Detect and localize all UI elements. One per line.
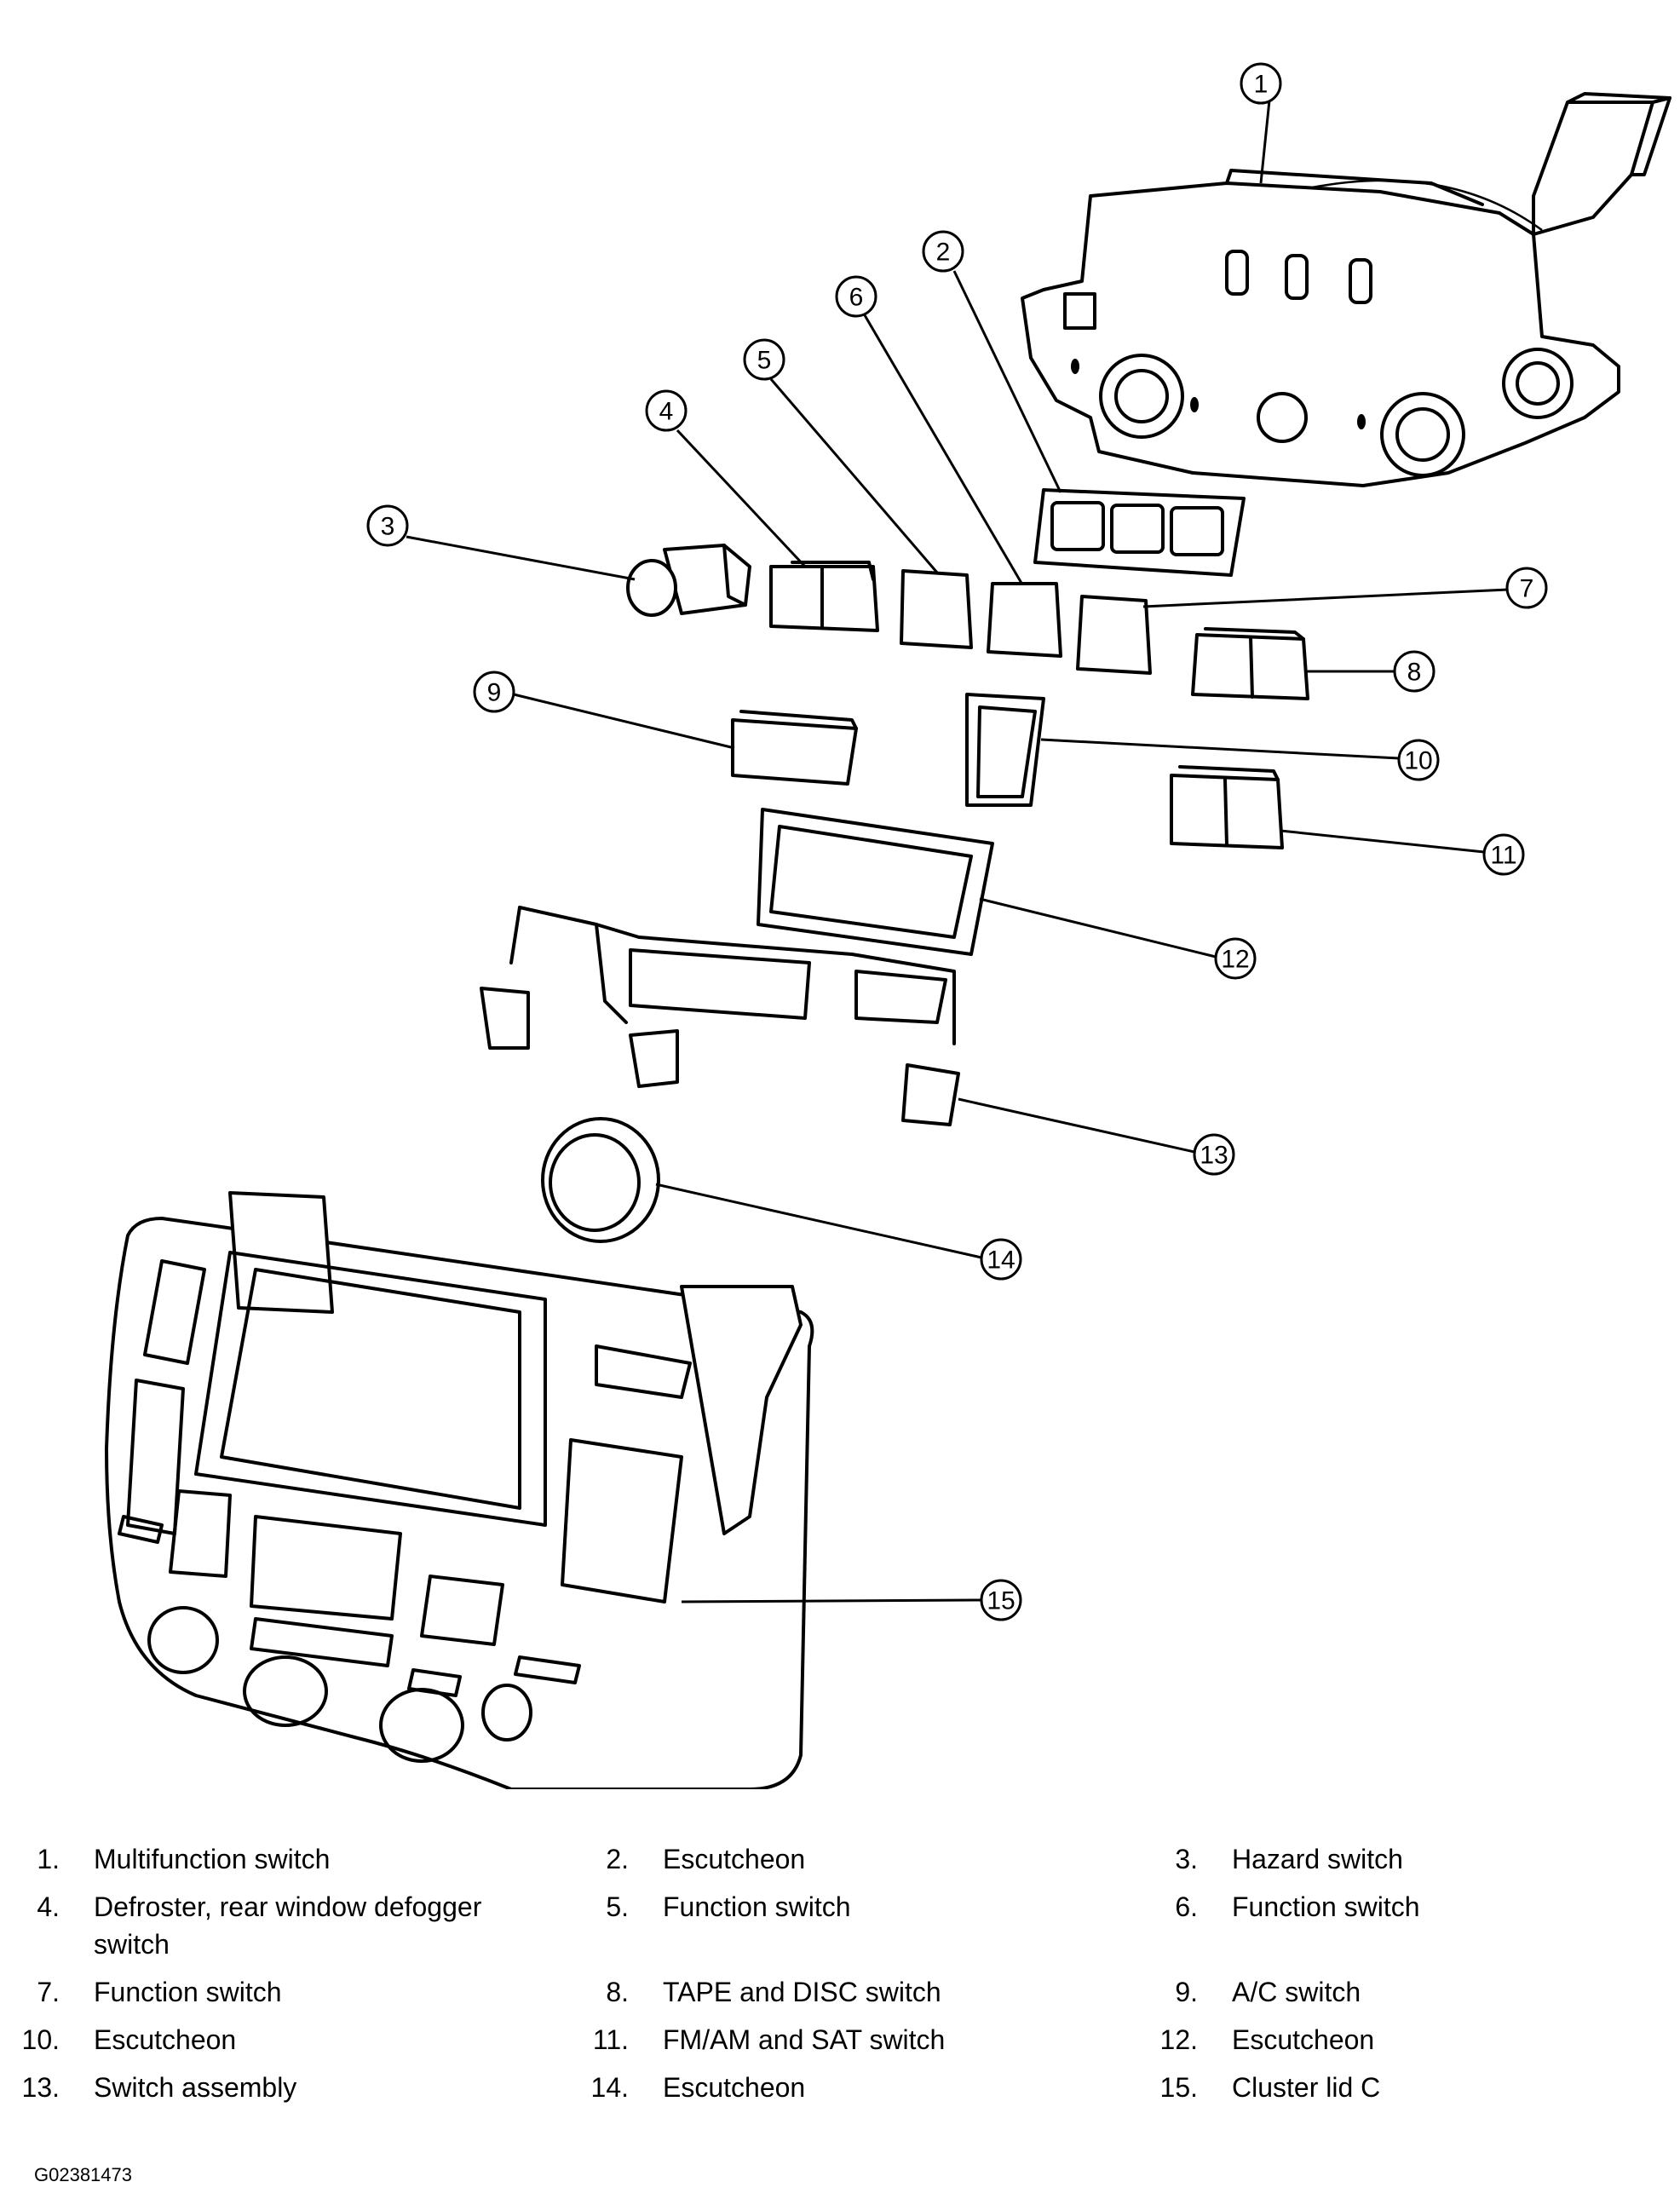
callout-7: 7 <box>1505 567 1548 609</box>
svg-text:5: 5 <box>757 347 772 375</box>
escutcheon-14-part <box>541 1117 660 1243</box>
function-switch-5-part <box>900 569 973 649</box>
fm-am-sat-switch-part <box>1170 765 1284 849</box>
callout-12: 12 <box>1214 937 1257 980</box>
legend-label: A/C switch <box>1232 1977 1361 2007</box>
escutcheon-12-part <box>757 808 994 956</box>
svg-text:2: 2 <box>936 239 951 267</box>
leader-1 <box>1259 100 1271 184</box>
legend-number: 5. <box>606 1891 629 1922</box>
legend-number: 3. <box>1175 1844 1198 1874</box>
exploded-parts-diagram: 1 2 3 4 5 6 7 8 9 10 11 12 13 14 15 <box>105 62 1671 1789</box>
svg-text:11: 11 <box>1490 842 1516 870</box>
hazard-switch-part <box>626 544 751 617</box>
svg-text:1: 1 <box>1254 71 1269 99</box>
leader-13 <box>958 1097 1195 1154</box>
legend-label: Function switch <box>94 1977 282 2007</box>
leader-3 <box>406 535 636 581</box>
legend-number: 12. <box>1159 2024 1198 2055</box>
callout-8: 8 <box>1393 650 1435 693</box>
callout-10: 10 <box>1397 739 1440 781</box>
svg-text:4: 4 <box>659 398 674 426</box>
legend-number: 7. <box>37 1977 60 2007</box>
callout-11: 11 <box>1482 833 1525 876</box>
leader-4 <box>676 429 807 568</box>
legend-label: Cluster lid C <box>1232 2072 1381 2103</box>
leader-15 <box>681 1598 982 1603</box>
escutcheon-2-part <box>1033 488 1246 577</box>
leader-2 <box>952 270 1062 493</box>
svg-text:7: 7 <box>1520 575 1534 603</box>
switch-assembly-part <box>480 906 960 1126</box>
function-switch-6-part <box>987 582 1062 658</box>
legend-number: 4. <box>37 1891 60 1922</box>
leader-lines <box>406 100 1509 1603</box>
legend-label: Escutcheon <box>1232 2024 1375 2055</box>
tape-disc-switch-part <box>1191 627 1309 700</box>
legend-number: 8. <box>606 1977 629 2007</box>
legend-number: 2. <box>606 1844 629 1874</box>
callout-13: 13 <box>1193 1133 1235 1176</box>
legend-number: 13. <box>21 2072 60 2103</box>
legend-label: Escutcheon <box>94 2024 237 2055</box>
svg-text:14: 14 <box>987 1246 1015 1275</box>
legend-label: Hazard switch <box>1232 1844 1403 1874</box>
legend-label: FM/AM and SAT switch <box>663 2024 946 2055</box>
legend-label: TAPE and DISC switch <box>663 1977 941 2007</box>
svg-text:6: 6 <box>849 284 864 312</box>
callout-5: 5 <box>743 338 785 381</box>
ac-switch-part <box>731 710 858 786</box>
svg-text:13: 13 <box>1200 1142 1228 1170</box>
legend-number: 11. <box>592 2024 629 2055</box>
leader-6 <box>863 314 1024 585</box>
leader-5 <box>769 378 939 573</box>
function-switch-7-part <box>1076 595 1152 675</box>
legend-label: Switch assembly <box>94 2072 297 2103</box>
callout-6: 6 <box>835 275 877 318</box>
legend-number: 14. <box>590 2072 629 2103</box>
legend-number: 10. <box>21 2024 60 2055</box>
leader-12 <box>979 897 1217 959</box>
defroster-switch-part <box>769 561 879 632</box>
legend-label: Function switch <box>1232 1891 1420 1922</box>
legend-label: Escutcheon <box>663 2072 806 2103</box>
leader-11 <box>1280 829 1485 854</box>
svg-text:9: 9 <box>487 679 502 707</box>
callout-3: 3 <box>366 504 409 547</box>
leader-10 <box>1040 738 1400 760</box>
svg-text:15: 15 <box>987 1587 1015 1615</box>
callout-14: 14 <box>980 1238 1022 1281</box>
leader-9 <box>513 693 735 750</box>
legend-label: Defroster, rear window defogger switch <box>94 1891 482 1960</box>
svg-text:8: 8 <box>1407 659 1422 687</box>
cluster-lid-c-part <box>105 1191 814 1789</box>
escutcheon-10-part <box>965 693 1045 807</box>
svg-text:3: 3 <box>381 513 395 541</box>
legend-label: Escutcheon <box>663 1844 806 1874</box>
legend-number: 6. <box>1175 1891 1198 1922</box>
svg-text:10: 10 <box>1404 747 1432 775</box>
callout-9: 9 <box>473 671 515 713</box>
callout-2: 2 <box>922 230 964 273</box>
multifunction-switch-part <box>1021 92 1671 487</box>
callout-4: 4 <box>645 389 688 432</box>
legend-label: Multifunction switch <box>94 1844 331 1874</box>
callout-1: 1 <box>1240 62 1282 105</box>
svg-text:12: 12 <box>1221 946 1249 974</box>
figure-id: G02381473 <box>34 2164 132 2185</box>
legend-number: 1. <box>37 1844 60 1874</box>
leader-7 <box>1142 588 1509 608</box>
leader-14 <box>655 1183 982 1259</box>
callout-15: 15 <box>980 1579 1022 1621</box>
legend-label: Function switch <box>663 1891 851 1922</box>
legend-number: 9. <box>1175 1977 1198 2007</box>
legend-number: 15. <box>1159 2072 1198 2103</box>
